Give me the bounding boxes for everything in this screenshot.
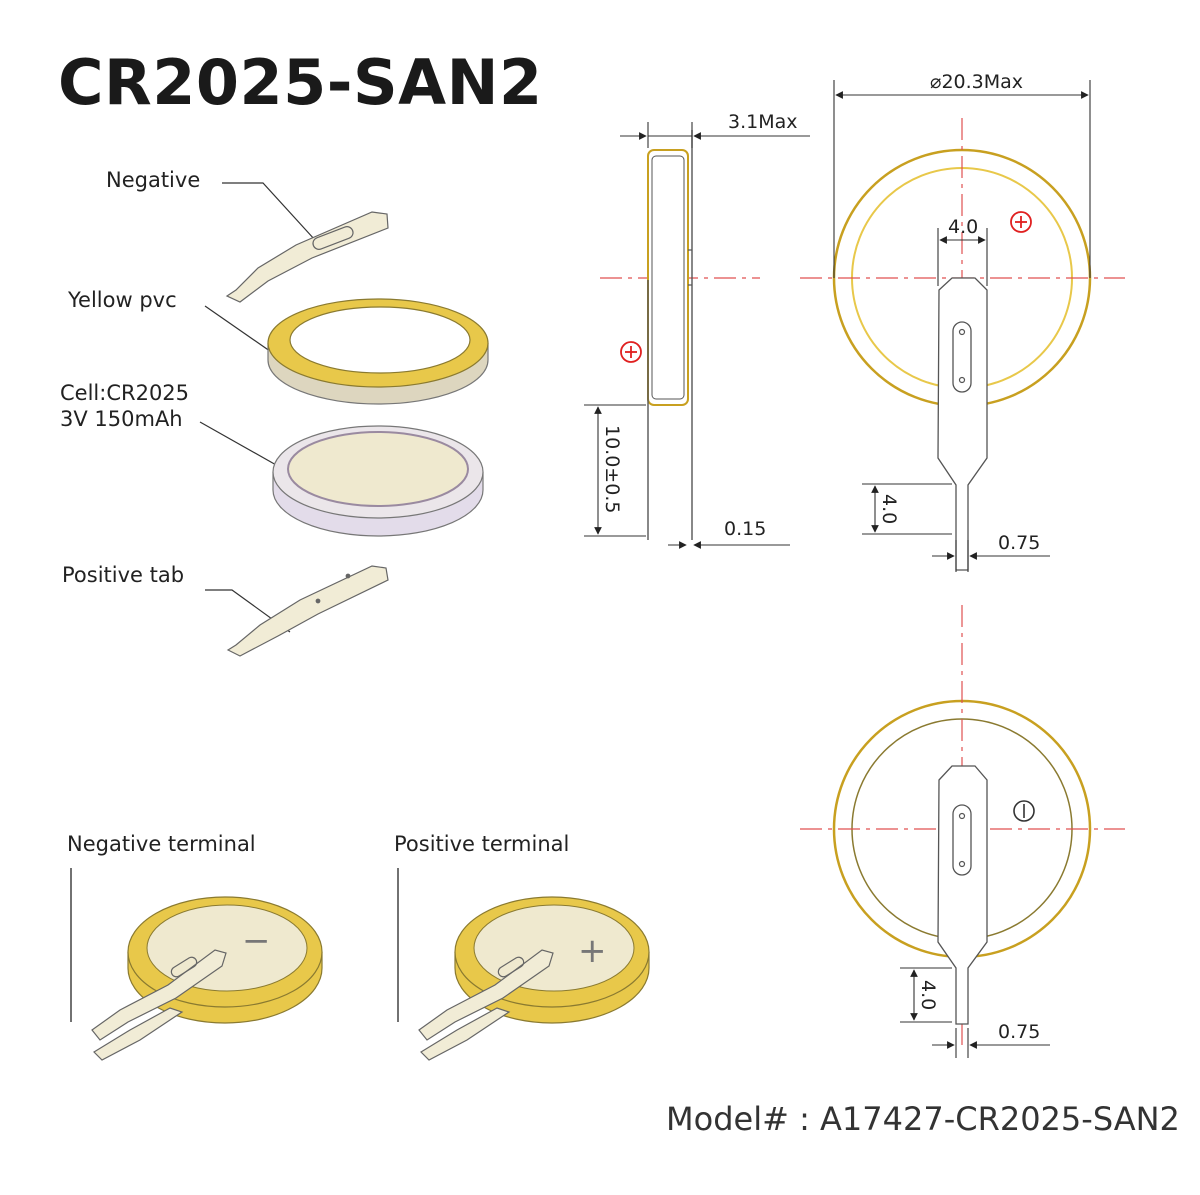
- minus-symbol: −: [242, 921, 271, 961]
- leader-negative: [222, 182, 316, 241]
- dim-lead-length-bottom: 4.0: [917, 980, 939, 1010]
- label-yellow-pvc: Yellow pvc: [68, 288, 177, 312]
- label-positive-tab: Positive tab: [62, 563, 185, 587]
- label-positive-terminal: Positive terminal: [394, 832, 570, 856]
- label-cell-type: Cell:CR2025: [60, 381, 190, 405]
- dim-diameter: ⌀20.3Max: [930, 71, 1023, 93]
- dim-lead-width-bottom: 0.75: [998, 1021, 1040, 1043]
- label-negative-terminal: Negative terminal: [67, 832, 256, 856]
- front-tab-outline: [937, 277, 988, 571]
- dim-lead-length-top: 4.0: [878, 494, 900, 524]
- positive-tab-part: [226, 565, 389, 657]
- dim-thickness: 3.1Max: [728, 111, 798, 133]
- model-number: Model# : A17427-CR2025-SAN2: [666, 1100, 1180, 1138]
- cell-part: [272, 425, 484, 537]
- dim-pin-height: 10.0±0.5: [601, 425, 623, 513]
- leader-cell: [199, 421, 286, 471]
- negative-tab-part: [225, 211, 389, 303]
- dim-tab-width: 4.0: [948, 216, 978, 238]
- positive-terminal-illustration: +: [418, 896, 650, 1061]
- page-title: CR2025-SAN2: [58, 46, 543, 119]
- negative-terminal-illustration: −: [91, 896, 323, 1061]
- front-view-negative: ⌀20.3Max 4.0 4.0 0.75: [800, 71, 1125, 572]
- label-negative: Negative: [106, 168, 201, 192]
- dim-tab-thickness: 0.15: [724, 518, 766, 540]
- dim-lead-width-top: 0.75: [998, 532, 1040, 554]
- plus-symbol: +: [578, 931, 607, 971]
- side-positive-symbol: [620, 341, 642, 363]
- side-view: 3.1Max 10.0±0.5 0.15: [584, 111, 810, 549]
- label-cell-spec: 3V 150mAh: [60, 407, 183, 431]
- back-negative-symbol: [1013, 800, 1035, 822]
- back-view-positive: 4.0 0.75: [800, 605, 1125, 1058]
- yellow-pvc-ring-part: [267, 298, 489, 405]
- exploded-view: [199, 182, 489, 657]
- front-positive-symbol: [1010, 211, 1032, 233]
- back-tab-outline: [937, 765, 988, 1025]
- side-body: [647, 149, 689, 406]
